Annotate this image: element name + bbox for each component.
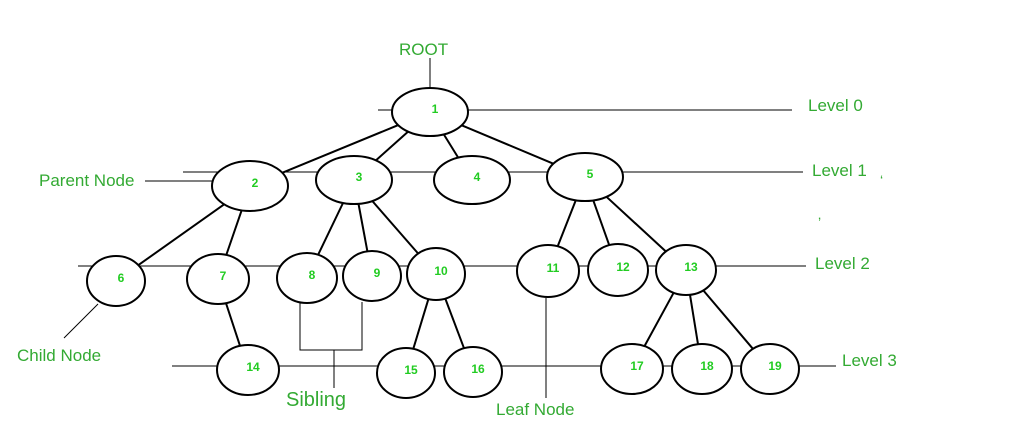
edge-13-19: [702, 289, 754, 350]
stray-mark: ‚: [818, 206, 822, 222]
node-label: 10: [434, 264, 448, 278]
tree-node-19: 19: [740, 343, 800, 395]
tree-edges: [137, 124, 754, 350]
edge-3-8: [317, 202, 344, 256]
node-label: 14: [246, 360, 260, 374]
node-label: 11: [547, 261, 560, 275]
node-label: 4: [474, 170, 481, 184]
tree-node-3: 3: [315, 155, 393, 205]
level-2-label: Level 2: [815, 254, 870, 273]
node-ellipse: [276, 252, 338, 304]
tree-node-11: 11: [516, 244, 580, 298]
node-ellipse: [216, 344, 280, 396]
tree-node-8: 8: [276, 252, 338, 304]
level-0-label: Level 0: [808, 96, 863, 115]
edge-1-4: [442, 133, 460, 159]
tree-node-9: 9: [342, 250, 402, 302]
node-ellipse: [211, 160, 289, 212]
node-label: 1: [432, 102, 439, 116]
tree-node-10: 10: [406, 247, 466, 301]
node-ellipse: [546, 152, 624, 202]
edge-10-16: [444, 298, 465, 349]
child-node-label: Child Node: [17, 346, 102, 365]
node-ellipse: [186, 253, 250, 305]
node-ellipse: [443, 346, 503, 398]
edge-7-14: [225, 302, 241, 347]
leaf-node-label: Leaf Node: [496, 400, 575, 419]
node-ellipse: [671, 343, 733, 395]
edge-1-5: [461, 124, 554, 165]
edge-1-3: [375, 130, 409, 162]
node-label: 17: [630, 359, 644, 373]
tree-node-5: 5: [546, 152, 624, 202]
edge-2-6: [137, 203, 225, 266]
node-ellipse: [600, 343, 664, 395]
node-ellipse: [433, 155, 511, 205]
node-label: 16: [471, 362, 485, 376]
node-label: 15: [404, 363, 418, 377]
node-label: 2: [252, 176, 259, 190]
edge-3-9: [357, 203, 369, 252]
node-label: 18: [700, 359, 714, 373]
node-label: 19: [768, 359, 782, 373]
tree-node-13: 13: [655, 244, 717, 296]
sibling-bracket: [299, 302, 363, 351]
edge-10-15: [412, 298, 430, 350]
root-label: ROOT: [399, 40, 449, 59]
tree-node-1: 1: [391, 87, 469, 137]
edge-13-18: [689, 294, 699, 345]
tree-node-18: 18: [671, 343, 733, 395]
parent-node-label: Parent Node: [39, 171, 135, 190]
node-label: 13: [684, 260, 698, 274]
node-ellipse: [587, 243, 649, 297]
node-ellipse: [516, 244, 580, 298]
tree-node-12: 12: [587, 243, 649, 297]
sibling-label: Sibling: [286, 389, 347, 411]
edge-2-7: [225, 210, 243, 256]
tree-node-16: 16: [443, 346, 503, 398]
edge-3-10: [371, 200, 419, 255]
node-ellipse: [655, 244, 717, 296]
node-ellipse: [740, 343, 800, 395]
level-1-label: Level 1: [812, 161, 867, 180]
child-node-pointer-line: [63, 303, 99, 339]
edge-13-17: [643, 292, 675, 347]
edge-5-13: [605, 196, 667, 253]
tree-node-4: 4: [433, 155, 511, 205]
tree-node-2: 2: [211, 160, 289, 212]
node-ellipse: [86, 255, 146, 307]
node-ellipse: [315, 155, 393, 205]
stray-mark: ‘: [880, 172, 884, 188]
tree-node-17: 17: [600, 343, 664, 395]
tree-node-7: 7: [186, 253, 250, 305]
node-ellipse: [376, 347, 436, 399]
node-label: 5: [587, 167, 594, 181]
level-3-label: Level 3: [842, 351, 897, 370]
node-label: 8: [309, 268, 316, 282]
node-ellipse: [391, 87, 469, 137]
edge-5-11: [556, 199, 577, 247]
node-ellipse: [406, 247, 466, 301]
node-label: 3: [356, 170, 363, 184]
tree-node-14: 14: [216, 344, 280, 396]
edge-1-2: [281, 124, 399, 174]
node-label: 6: [118, 271, 125, 285]
edge-5-12: [592, 200, 611, 246]
tree-node-6: 6: [86, 255, 146, 307]
node-label: 9: [374, 266, 381, 280]
tree-node-15: 15: [376, 347, 436, 399]
node-ellipse: [342, 250, 402, 302]
node-label: 7: [220, 269, 227, 283]
node-label: 12: [616, 260, 630, 274]
